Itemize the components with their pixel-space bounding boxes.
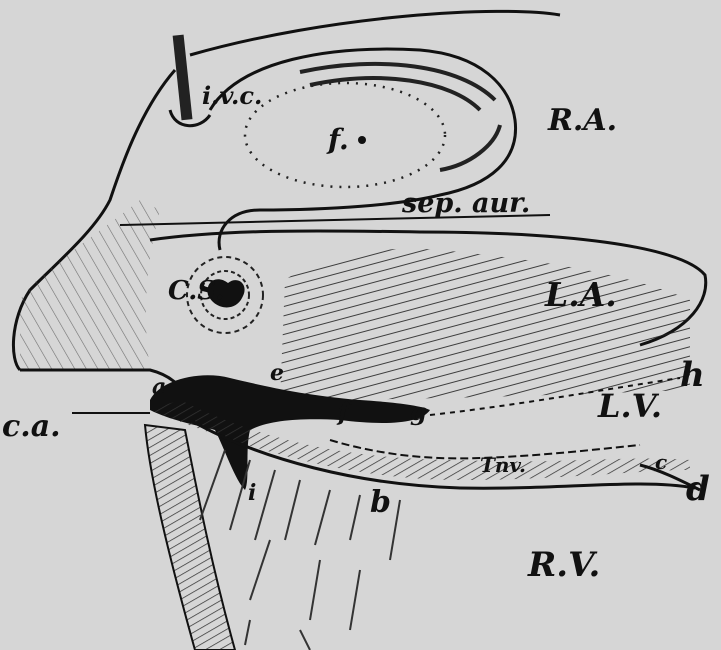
label-tnv: Tnv. [480, 455, 526, 475]
label-i: i [248, 482, 256, 504]
left-atrium-wall [280, 249, 690, 400]
label-h: h [680, 358, 705, 392]
label-c: c [655, 452, 667, 472]
label-d: d [686, 472, 710, 506]
label-sep-aur: sep. aur. [402, 190, 530, 217]
label-g: g [410, 400, 427, 424]
label-e: e [270, 362, 284, 384]
label-ivc: i.v.c. [202, 84, 262, 108]
label-b: b [370, 488, 391, 518]
label-right-atrium: R.A. [548, 106, 617, 136]
label-coronary-artery: c.a. [2, 412, 61, 442]
ivc-probe [173, 35, 193, 121]
label-left-ventricle: L.V. [598, 390, 662, 422]
fossa-ovalis-dot [358, 136, 366, 144]
label-fossa-ovalis: f. [328, 126, 349, 154]
label-left-atrium: L.A. [545, 278, 617, 311]
label-a: a [152, 376, 166, 398]
label-coronary-sinus: C.S. [168, 278, 224, 304]
label-f: f [338, 400, 348, 424]
label-right-ventricle: R.V. [528, 548, 600, 582]
